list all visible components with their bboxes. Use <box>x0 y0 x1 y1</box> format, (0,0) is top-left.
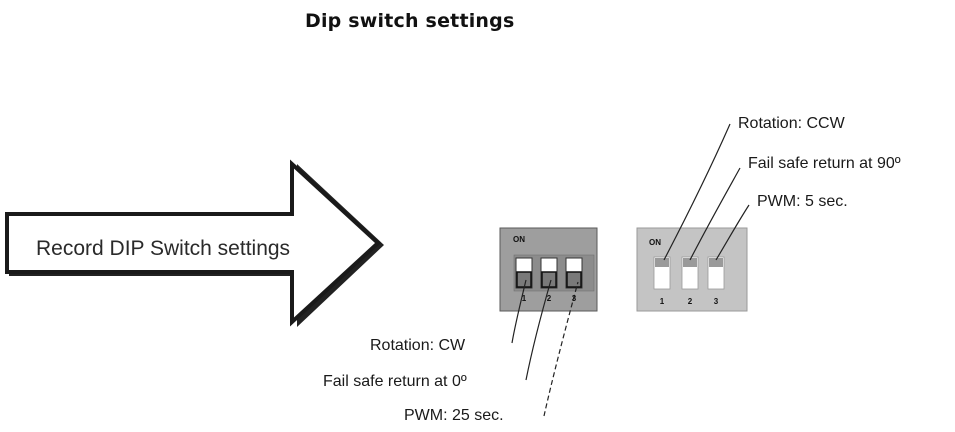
annotation-fail-safe-0: Fail safe return at 0º <box>323 373 467 390</box>
annotation-rotation-ccw: Rotation: CCW <box>738 115 845 132</box>
leader-line-rotation-ccw <box>663 123 731 261</box>
record-arrow <box>5 159 381 327</box>
dip-switch-right-1-slider <box>655 258 669 267</box>
on-label-left: ON <box>513 235 525 244</box>
dip-switch-left-2-slider <box>541 271 557 288</box>
annotation-rotation-cw: Rotation: CW <box>370 337 466 354</box>
leader-line-pwm-25 <box>543 281 579 417</box>
page-title: Dip switch settings <box>305 10 515 32</box>
switch-number-right-2: 2 <box>687 297 693 306</box>
dip-switch-right-3-slider <box>709 258 723 267</box>
switch-number-left-1: 1 <box>521 294 527 303</box>
dip-switch-left-3-slider <box>566 271 582 288</box>
annotation-pwm-25: PWM: 25 sec. <box>404 407 504 424</box>
leader-line-rotation-cw <box>511 279 527 344</box>
dip-switch-left-1-slider <box>516 271 532 288</box>
switch-number-left-3: 3 <box>571 294 577 303</box>
arrow-label: Record DIP Switch settings <box>36 237 291 260</box>
annotation-fail-safe-90: Fail safe return at 90º <box>748 155 901 172</box>
switch-number-right-3: 3 <box>713 297 719 306</box>
switch-number-left-2: 2 <box>546 294 552 303</box>
leader-line-pwm-5 <box>715 204 750 261</box>
leader-line-fail-safe-0 <box>525 279 552 381</box>
on-label-right: ON <box>649 238 661 247</box>
dip-switch-right-2-slider <box>683 258 697 267</box>
switch-number-right-1: 1 <box>659 297 665 306</box>
annotation-pwm-5: PWM: 5 sec. <box>757 193 848 210</box>
leader-line-fail-safe-90 <box>689 167 741 261</box>
